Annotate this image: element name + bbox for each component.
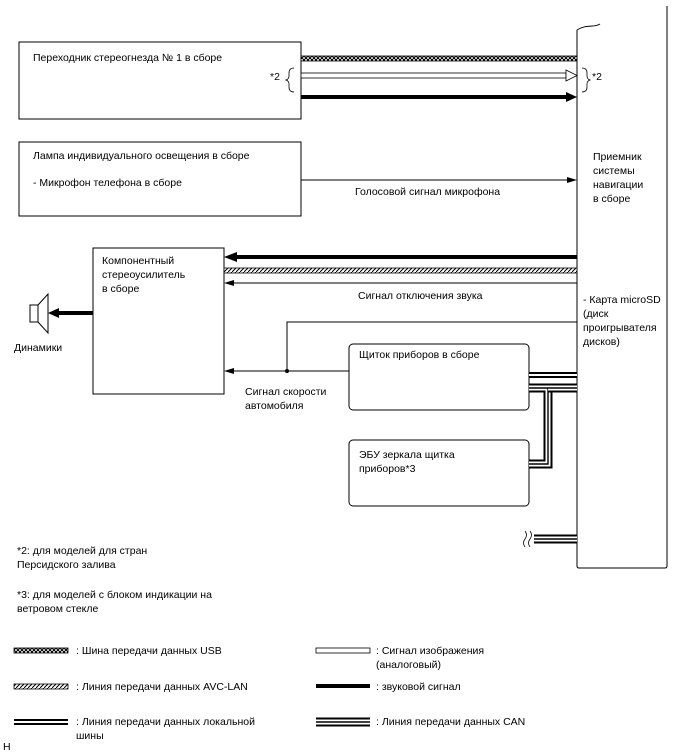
nav-label-4: в сборе <box>593 193 630 205</box>
footer-code: H <box>3 741 11 753</box>
cluster-label: Щиток приборов в сборе <box>359 349 480 361</box>
mute-signal-label: Сигнал отключения звука <box>358 290 483 302</box>
mirror-ecu-label-1: ЭБУ зеркала щитка <box>359 449 455 461</box>
speakers-label: Динамики <box>14 342 62 354</box>
note3-line1: *3: для моделей с блоком индикации на <box>17 589 212 601</box>
legend-video-label-1: : Сигнал изображения <box>376 645 484 657</box>
note2-marker-right: *2 <box>592 71 602 83</box>
legend-can-label: : Линия передачи данных CAN <box>376 716 525 728</box>
nav-label-2: системы <box>593 165 635 177</box>
legend-avc-swatch <box>13 683 69 690</box>
mirror-ecu-label-2: приборов*3 <box>359 463 416 475</box>
usb-bus-line <box>300 55 578 62</box>
nav-label-1: Приемник <box>593 151 642 163</box>
amplifier-label-3: в сборе <box>102 283 139 295</box>
sd-label-2: (диск <box>583 308 609 320</box>
microphone-label: - Микрофон телефона в сборе <box>33 177 182 189</box>
speaker-audio-arrowhead <box>48 308 59 318</box>
speed-junction-dot <box>285 369 289 373</box>
amplifier-label-2: стереоусилитель <box>102 269 186 281</box>
video-signal-arrowhead <box>565 69 578 82</box>
sd-label-1: - Карта microSD <box>583 294 661 306</box>
can-bus-line <box>529 383 553 469</box>
legend-lin-label-1: : Линия передачи данных локальной <box>76 716 255 728</box>
avc-lan-line <box>223 267 578 274</box>
amplifier-label-1: Компонентный <box>102 255 174 267</box>
legend-usb-label: : Шина передачи данных USB <box>76 645 222 657</box>
sd-label-3: проигрывателя <box>583 322 657 334</box>
note2-line2: Персидского залива <box>17 559 116 571</box>
lamp-box <box>18 141 302 217</box>
navigation-receiver-box <box>576 6 668 569</box>
audio-signal-arrowhead <box>566 92 577 102</box>
legend-lin-label-2: шины <box>76 730 104 742</box>
break-symbol <box>523 530 532 548</box>
brace-left <box>284 67 295 93</box>
mic-signal-label: Голосовой сигнал микрофона <box>355 186 500 198</box>
speed-signal-arrowhead <box>224 368 234 374</box>
speed-label-2: автомобиля <box>245 400 303 412</box>
brace-right <box>581 67 592 93</box>
stereo-jack-label: Переходник стереогнезда № 1 в сборе <box>33 52 222 64</box>
note2-marker-left: *2 <box>270 71 280 83</box>
amp-audio-arrowhead <box>224 252 237 262</box>
video-signal-line <box>300 72 567 79</box>
speed-signal-line <box>232 321 577 372</box>
legend-usb-swatch <box>13 647 69 654</box>
mic-signal-arrowhead <box>567 177 577 183</box>
lamp-label: Лампа индивидуального освещения в сборе <box>33 150 250 162</box>
legend-avc-label: : Линия передачи данных AVC-LAN <box>76 681 248 693</box>
note3-line2: ветровом стекле <box>17 603 98 615</box>
legend-video-label-2: (аналоговый) <box>376 659 441 671</box>
note2-line1: *2: для моделей для стран <box>17 545 147 557</box>
mirror-ecu-box <box>348 439 530 507</box>
speaker-icon <box>29 292 49 335</box>
amplifier-box <box>92 247 225 395</box>
legend-video-swatch <box>315 647 371 654</box>
nav-label-3: навигации <box>593 179 643 191</box>
stereo-jack-box <box>18 41 302 120</box>
mute-signal-arrowhead <box>224 280 234 286</box>
sd-label-4: дисков) <box>583 336 620 348</box>
legend-audio-label: : звуковой сигнал <box>376 681 461 693</box>
speed-label-1: Сигнал скорости <box>245 386 326 398</box>
